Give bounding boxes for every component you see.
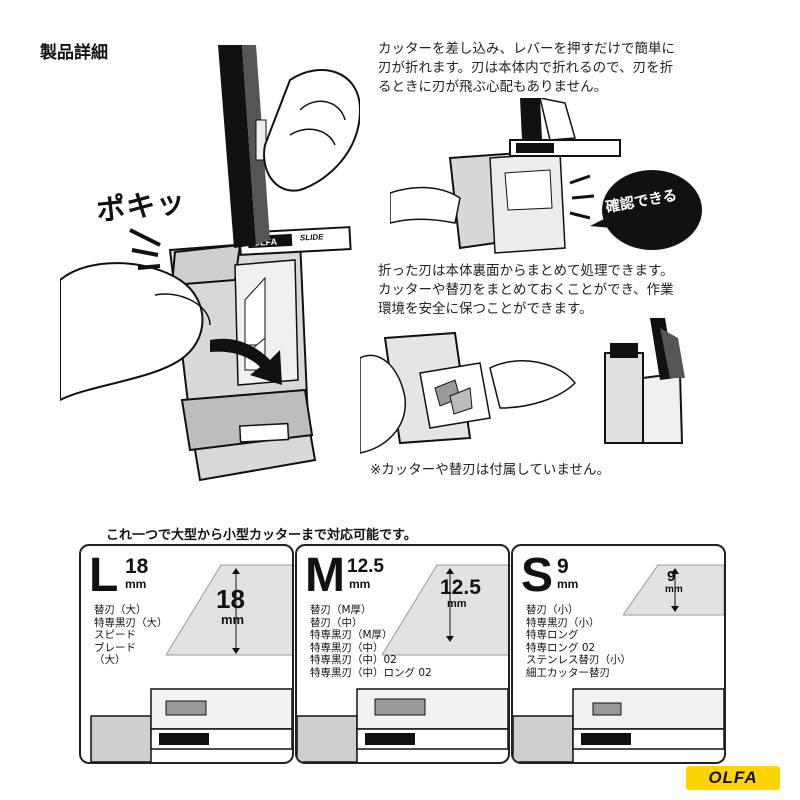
size-panel-s: S 9 mm 9 mm 替刃（小） 特専黒刃（小） 特専ロング 特専ロング 02… xyxy=(511,544,726,764)
breaker-slot-diagram xyxy=(297,688,508,762)
olfa-logo: OLFA xyxy=(686,766,780,790)
list-item: 特専黒刃（中）ロング 02 xyxy=(310,666,432,679)
lever-slide-label: SLIDE xyxy=(300,232,325,242)
size-number: 12.5 xyxy=(347,556,384,577)
breaker-slot-diagram xyxy=(513,688,724,762)
list-item: 特専黒刃（M厚） xyxy=(310,629,393,641)
blade-size-unit: mm xyxy=(447,598,467,610)
size-panel-m: M 12.5 mm 12.5 mm 替刃（M厚） 替刃（中） 特専黒刃（M厚） … xyxy=(295,544,510,764)
olfa-logo-text: OLFA xyxy=(708,768,758,787)
blade-size-label: 9 xyxy=(667,568,676,585)
size-number: 18 xyxy=(125,555,149,578)
compatible-blade-list: 替刃（小） 特専黒刃（小） 特専ロング 特専ロング 02 ステンレス替刃（小） … xyxy=(526,604,631,679)
list-item: 特専黒刃（小） xyxy=(526,616,600,629)
size-panel-l: L 18 mm 18 mm 替刃（大） 特専黒刃（大） スピード ブレード （大… xyxy=(79,544,294,764)
size-number: 9 xyxy=(557,555,569,578)
list-item: スピード xyxy=(94,629,136,641)
list-item: 特専黒刃（大） xyxy=(94,616,168,629)
size-letter: L xyxy=(89,549,119,602)
blade-size-label: 18 xyxy=(216,584,245,614)
breaker-slot-diagram xyxy=(90,688,292,762)
size-letter: S xyxy=(521,549,554,602)
compatible-blade-list: 替刃（大） 特専黒刃（大） スピード ブレード （大） xyxy=(94,604,168,667)
main-illustration: OLFA SLIDE xyxy=(60,45,360,482)
list-item: 特専黒刃（中）02 xyxy=(310,654,397,666)
list-item: ブレード xyxy=(94,641,136,654)
not-included-note: ※カッターや替刃は付属していません。 xyxy=(370,462,611,478)
list-item: 替刃（中） xyxy=(310,616,363,629)
closeup-illustration xyxy=(390,98,702,254)
lever-brand-label: OLFA xyxy=(253,237,278,248)
blade-size-unit: mm xyxy=(665,584,683,595)
compatible-blade-list: 替刃（M厚） 替刃（中） 特専黒刃（M厚） 特専黒刃（中） 特専黒刃（中）02 … xyxy=(310,604,432,679)
list-item: 替刃（M厚） xyxy=(310,604,372,616)
size-unit: mm xyxy=(125,577,147,591)
blade-diagram xyxy=(382,564,508,656)
blade-size-unit: mm xyxy=(221,612,245,627)
page-title: 製品詳細 xyxy=(40,43,108,63)
list-item: ステンレス替刃（小） xyxy=(526,654,631,666)
description-disposal: 折った刃は本体裏面からまとめて処理できます。 カッターや替刃をまとめておくことが… xyxy=(378,263,674,317)
list-item: 替刃（小） xyxy=(526,604,579,616)
blade-diagram xyxy=(623,564,724,616)
list-item: 替刃（大） xyxy=(94,604,147,616)
compatibility-heading: これ一つで大型から小型カッターまで対応可能です。 xyxy=(106,528,417,543)
list-item: 特専ロング 02 xyxy=(526,641,596,654)
blade-size-label: 12.5 xyxy=(440,576,481,599)
size-unit: mm xyxy=(557,577,579,591)
list-item: 特専ロング xyxy=(526,629,579,641)
size-letter: M xyxy=(305,549,345,602)
disposal-illustration xyxy=(360,318,685,454)
blade-diagram xyxy=(166,564,292,656)
list-item: （大） xyxy=(94,654,126,666)
size-unit: mm xyxy=(349,577,371,591)
list-item: 特専黒刃（中） xyxy=(310,641,384,654)
description-breaking: カッターを差し込み、レバーを押すだけで簡単に 刃が折れます。刃は本体内で折れるの… xyxy=(378,41,675,95)
list-item: 細工カッター替刃 xyxy=(526,666,610,679)
